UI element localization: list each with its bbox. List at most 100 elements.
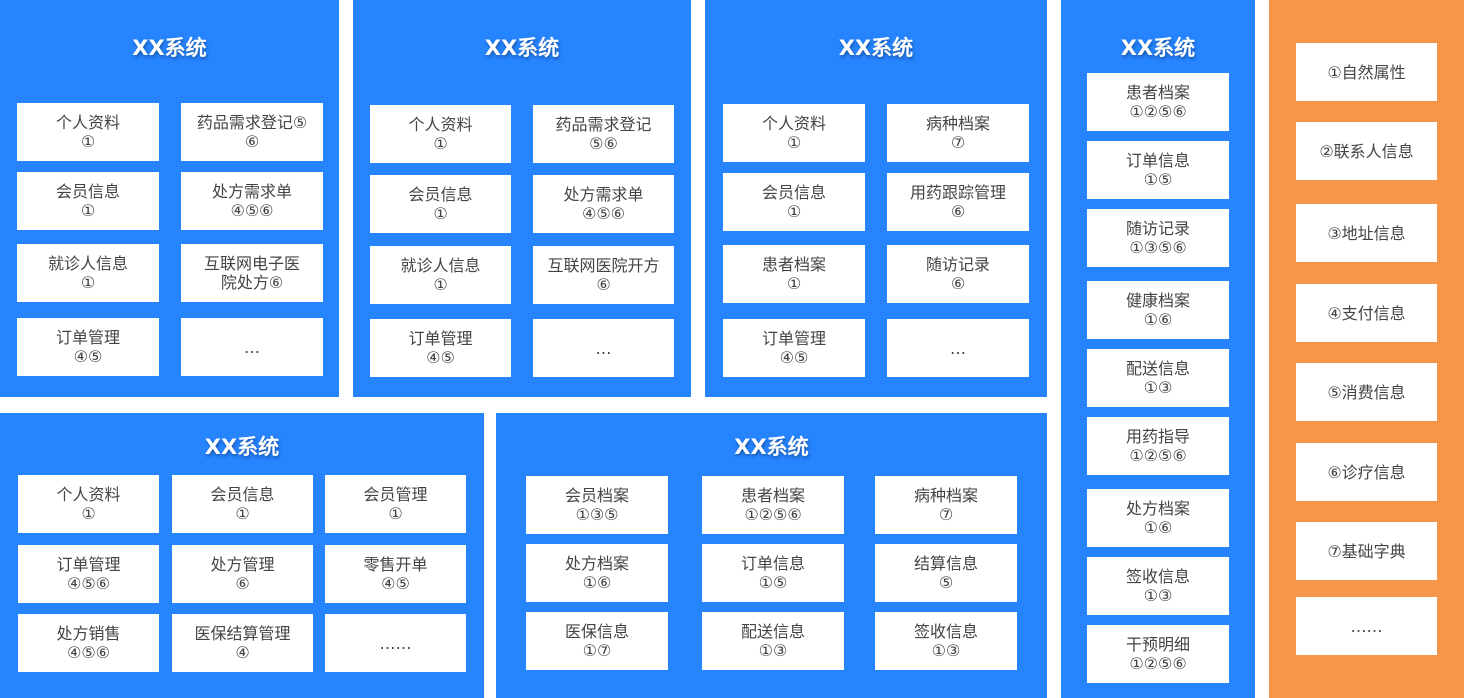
module-name: …	[244, 337, 260, 357]
module-tags: ①②⑤⑥	[1129, 446, 1187, 465]
module-name: ⑤消费信息	[1327, 382, 1406, 402]
panel-title: XX系统	[132, 36, 207, 60]
module-name: ④支付信息	[1327, 303, 1406, 323]
module-tags: ①	[786, 202, 802, 221]
module-name: 患者档案	[1125, 83, 1190, 102]
legend-item: ②联系人信息	[1296, 122, 1437, 180]
legend-item: ⑤消费信息	[1296, 363, 1437, 421]
module-name: 会员信息	[55, 182, 120, 201]
module-name: 个人资料	[761, 114, 826, 133]
module-name: 随访记录	[1125, 219, 1190, 238]
module-tags: ①	[81, 504, 96, 523]
module-name: ②联系人信息	[1319, 141, 1414, 161]
module-name: 用药跟踪管理	[909, 183, 1006, 202]
module-name: 会员信息	[408, 185, 473, 204]
module-tags: ①⑥	[1143, 518, 1173, 537]
module-tags: ①⑦	[582, 641, 612, 660]
module-name: 处方需求单	[211, 182, 292, 201]
module-tags: ④⑤	[73, 347, 103, 366]
module-name: 订单信息	[740, 554, 805, 573]
module-tags: ①	[80, 273, 96, 292]
module-name: 订单管理	[761, 329, 826, 348]
module-name: 签收信息	[913, 622, 978, 641]
module-tags: ④⑤⑥	[581, 204, 626, 223]
module-tags: ①	[80, 201, 96, 220]
module-box: 互联网电子医院处方⑥	[181, 244, 323, 302]
module-name: 患者档案	[740, 486, 805, 505]
module-box: …	[181, 318, 323, 376]
module-name: 药品需求登记⑤	[196, 113, 308, 132]
module-tags: ⑤⑥	[589, 134, 618, 153]
legend-item: ⑦基础字典	[1296, 522, 1437, 580]
module-box: ……	[325, 614, 466, 672]
module-tags: ①③	[758, 641, 788, 660]
module-tags: ①	[433, 275, 448, 294]
module-name: 订单管理	[408, 329, 473, 348]
module-tags: ①③	[1143, 378, 1173, 397]
module-tags: ①②⑤⑥	[1129, 102, 1187, 121]
module-tags: ①③	[931, 641, 961, 660]
module-name: …	[595, 338, 612, 358]
module-tags: ⑦	[950, 133, 966, 152]
module-name: 健康档案	[1125, 291, 1190, 310]
panel-title: XX系统	[1120, 36, 1196, 60]
module-tags: ④⑤	[426, 348, 455, 367]
module-name: 医保信息	[564, 622, 629, 641]
module-tags: ⑥	[235, 574, 250, 593]
module-name: 订单管理	[56, 555, 121, 574]
module-name: ⑥诊疗信息	[1327, 462, 1406, 482]
module-tags: ④⑤	[381, 574, 410, 593]
module-name: 随访记录	[925, 255, 990, 274]
panel-title: XX系统	[734, 435, 809, 459]
module-name: 处方需求单	[563, 185, 644, 204]
module-tags: ④⑤⑥	[66, 643, 111, 662]
module-name: 就诊人信息	[47, 254, 128, 273]
module-name: ③地址信息	[1327, 223, 1406, 243]
module-name: 病种档案	[913, 486, 978, 505]
legend-item: ……	[1296, 597, 1437, 655]
legend-panel: ①自然属性 ②联系人信息 ③地址信息 ④支付信息 ⑤消费信息 ⑥诊疗信息 ⑦基础字典 ……	[1269, 0, 1464, 698]
panel-title: XX系统	[204, 435, 280, 459]
module-tags: ④	[235, 643, 250, 662]
panel-title: XX系统	[484, 36, 560, 60]
module-name: ……	[1350, 616, 1383, 636]
module-tags: ①	[388, 504, 403, 523]
module-name: ①自然属性	[1327, 62, 1406, 82]
module-tags: ⑥	[596, 275, 611, 294]
module-name: 处方销售	[56, 624, 121, 643]
module-name: 签收信息	[1125, 567, 1190, 586]
module-name: 就诊人信息	[400, 256, 481, 275]
